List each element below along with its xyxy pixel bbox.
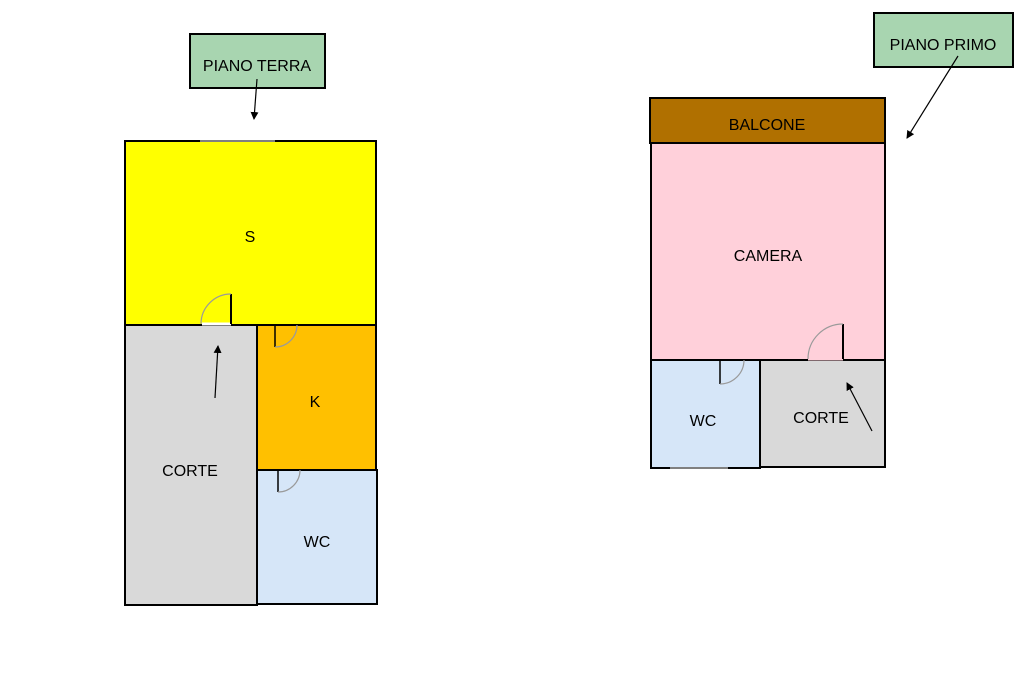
room-cucina xyxy=(256,324,377,471)
room-soggiorno-label: S xyxy=(245,229,256,246)
ground-floor-plan: PIANO TERRA S K CORTE WC xyxy=(124,33,378,606)
room-camera xyxy=(650,142,886,361)
corte-ground-arrow xyxy=(213,345,222,399)
first-floor-tag-label: PIANO PRIMO xyxy=(890,37,997,54)
first-floor-tag-box xyxy=(873,12,1014,68)
first-floor-arrow xyxy=(906,55,959,139)
first-floor-tag: PIANO PRIMO xyxy=(873,12,1014,68)
first-floor-plan: PIANO PRIMO BALCONE CAMERA WC CORTE xyxy=(649,12,1014,469)
door-camera-wc xyxy=(719,359,745,385)
room-balcone xyxy=(649,97,886,144)
door-camera-corte xyxy=(807,323,844,361)
corte-first-arrow xyxy=(846,382,873,432)
room-corte-ground xyxy=(124,324,258,606)
room-cucina-label: K xyxy=(310,394,321,411)
room-wc-first-label: WC xyxy=(690,413,717,430)
door-cucina-wc xyxy=(277,469,301,493)
ground-floor-tag-box xyxy=(189,33,326,89)
room-balcone-label: BALCONE xyxy=(729,117,805,134)
door-soggiorno-cucina xyxy=(274,324,298,348)
ground-floor-tag-label: PIANO TERRA xyxy=(203,58,312,75)
room-wc-ground-label: WC xyxy=(304,534,331,551)
room-corte-ground-label: CORTE xyxy=(162,463,218,480)
ground-floor-tag: PIANO TERRA xyxy=(189,33,326,89)
ground-floor-arrow xyxy=(250,78,259,120)
room-wc-ground xyxy=(256,469,378,605)
room-camera-label: CAMERA xyxy=(734,248,803,265)
room-corte-first xyxy=(759,359,886,468)
room-corte-first-label: CORTE xyxy=(793,410,849,427)
door-soggiorno-corte xyxy=(200,293,232,326)
